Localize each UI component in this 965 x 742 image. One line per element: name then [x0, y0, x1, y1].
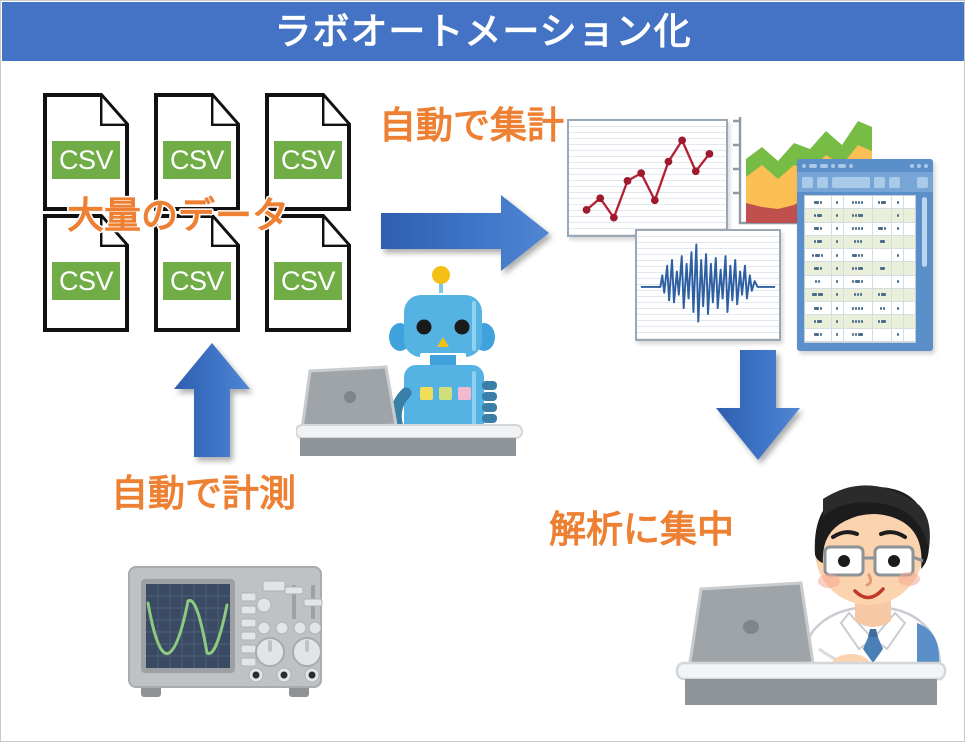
table-row[interactable] — [805, 262, 915, 276]
table-row[interactable] — [805, 275, 915, 289]
page-title: ラボオートメーション化 — [274, 11, 692, 52]
toolbar-button[interactable] — [889, 176, 900, 188]
title-banner: ラボオートメーション化 — [2, 2, 964, 61]
page-fold-icon — [99, 93, 129, 127]
csv-badge: CSV — [52, 262, 120, 300]
window-close-icon[interactable] — [924, 163, 928, 168]
spreadsheet-titlebar — [797, 159, 933, 172]
toolbar-button[interactable] — [874, 176, 885, 188]
line-chart-card — [567, 119, 728, 237]
table-row[interactable] — [805, 235, 915, 250]
titlebar-dot-icon — [809, 163, 817, 168]
toolbar-button[interactable] — [817, 176, 828, 188]
waveform-chart-card — [635, 229, 781, 341]
page-fold-icon — [210, 214, 240, 248]
arrow-right-aggregate-icon — [377, 191, 557, 275]
toolbar-button[interactable] — [917, 176, 928, 188]
table-row[interactable] — [805, 249, 915, 263]
table-row[interactable] — [805, 209, 915, 223]
formula-bar[interactable] — [832, 176, 870, 188]
table-row[interactable] — [805, 302, 915, 316]
titlebar-dot-icon — [831, 163, 835, 168]
window-minimize-icon[interactable] — [910, 163, 914, 168]
titlebar-dot-icon — [820, 163, 828, 168]
table-row[interactable] — [805, 328, 915, 342]
arrow-up-measure-icon — [169, 339, 255, 461]
oscilloscope-illustration — [119, 557, 331, 707]
table-row[interactable] — [805, 196, 915, 210]
titlebar-dot-icon — [849, 163, 853, 168]
csv-badge: CSV — [163, 262, 231, 300]
titlebar-dot-icon — [838, 163, 846, 168]
page-fold-icon — [321, 93, 351, 127]
csv-file-icon: CSV — [154, 93, 240, 211]
label-auto-aggregate: 自動で集計 — [379, 105, 564, 146]
spreadsheet-grid[interactable] — [804, 195, 916, 343]
page-fold-icon — [210, 93, 240, 127]
csv-badge: CSV — [163, 141, 231, 179]
table-row[interactable] — [805, 315, 915, 329]
csv-badge: CSV — [274, 141, 342, 179]
label-auto-measure: 自動で計測 — [111, 473, 296, 514]
table-row[interactable] — [805, 288, 915, 303]
arrow-down-analyze-icon — [705, 346, 815, 464]
window-maximize-icon[interactable] — [917, 163, 921, 168]
scientist-at-laptop-illustration — [673, 463, 961, 711]
page-fold-icon — [321, 214, 351, 248]
label-focus-analysis: 解析に集中 — [549, 509, 734, 550]
csv-file-icon: CSV — [154, 214, 240, 332]
csv-file-icon: CSV — [265, 214, 351, 332]
table-row[interactable] — [805, 222, 915, 236]
csv-file-icon: CSV — [43, 93, 129, 211]
csv-file-icon: CSV — [43, 214, 129, 332]
page-fold-icon — [99, 214, 129, 248]
waveform-plot — [640, 243, 776, 323]
spreadsheet-scrollbar[interactable] — [922, 197, 927, 267]
line-chart-plot — [582, 136, 714, 222]
csv-file-icon: CSV — [265, 93, 351, 211]
titlebar-dot-icon — [802, 163, 806, 168]
robot-at-laptop-illustration — [296, 263, 526, 458]
csv-badge: CSV — [52, 141, 120, 179]
toolbar-button[interactable] — [802, 176, 813, 188]
spreadsheet-toolbar[interactable] — [797, 172, 933, 192]
label-big-data: 大量のデータ — [67, 195, 289, 236]
csv-badge: CSV — [274, 262, 342, 300]
spreadsheet-window[interactable] — [797, 159, 933, 351]
